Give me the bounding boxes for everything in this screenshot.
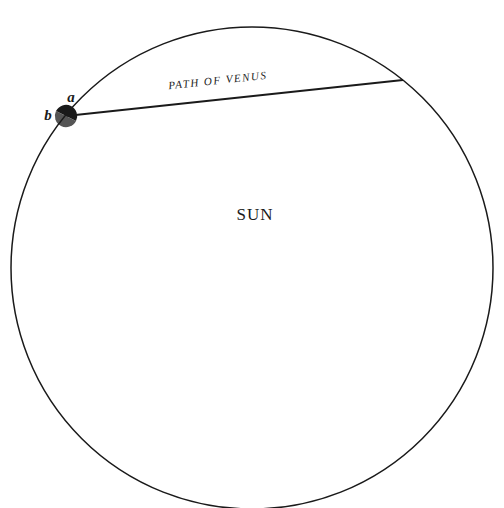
- sun-label: SUN: [236, 206, 273, 223]
- point-letter: b: [44, 108, 52, 123]
- sun-disc: SUN: [10, 26, 494, 508]
- venus-path-line: [66, 80, 403, 116]
- sun-circle: [11, 27, 493, 508]
- path-label: PATH OF VENUS: [168, 69, 268, 91]
- point-letter: a: [67, 90, 75, 105]
- sun-outline: [10, 26, 494, 508]
